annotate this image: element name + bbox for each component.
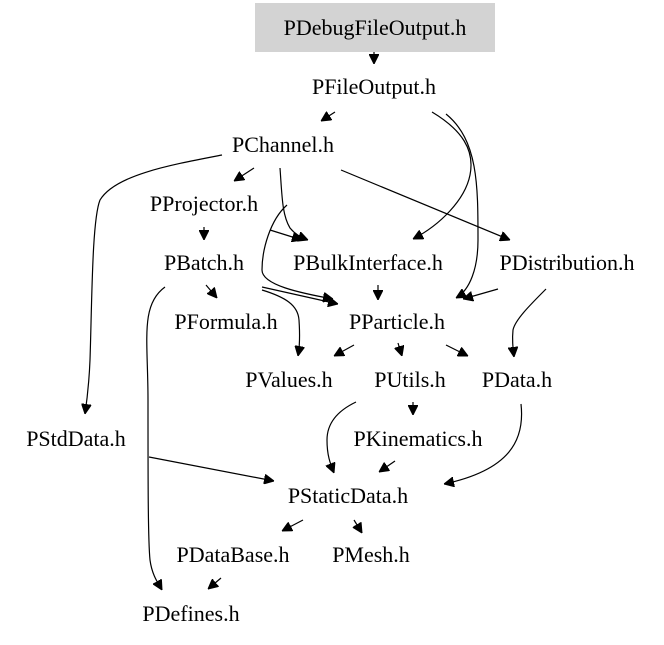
node-label: PKinematics.h <box>354 426 483 451</box>
edge-pdistribution-pparticle <box>463 288 499 299</box>
edge-pparticle-pvalues <box>334 344 355 356</box>
node-label: PBulkInterface.h <box>293 250 443 275</box>
node-pdefines[interactable]: PDefines.h <box>142 601 239 626</box>
node-label: PChannel.h <box>232 132 334 157</box>
node-label: PDebugFileOutput.h <box>284 15 467 40</box>
node-pbatch[interactable]: PBatch.h <box>164 250 244 275</box>
node-label: PFileOutput.h <box>312 74 436 99</box>
edge-pstddata-pstaticdata <box>148 456 274 481</box>
root-node-highlight <box>255 3 495 52</box>
edge-pchannel-pbulkinterface <box>279 167 308 240</box>
node-pvalues[interactable]: PValues.h <box>245 367 332 392</box>
node-pfileoutput[interactable]: PFileOutput.h <box>312 74 436 99</box>
edge-pbatch-pdefines <box>146 286 166 590</box>
edge-pchannel-pparticle <box>261 204 333 299</box>
node-label: PBatch.h <box>164 250 244 275</box>
node-pformula[interactable]: PFormula.h <box>174 309 277 334</box>
node-pparticle[interactable]: PParticle.h <box>349 309 445 334</box>
edge-pchannel-pstddata <box>85 154 223 414</box>
node-pdistribution[interactable]: PDistribution.h <box>499 250 634 275</box>
edge-pbatch-pformula <box>205 284 217 298</box>
edge-pprojector-pbulkinterface <box>269 229 302 240</box>
node-layer: PDebugFileOutput.h PFileOutput.h PChanne… <box>26 3 635 626</box>
node-pkinematics[interactable]: PKinematics.h <box>354 426 483 451</box>
node-putils[interactable]: PUtils.h <box>374 367 446 392</box>
node-pdata[interactable]: PData.h <box>482 367 552 392</box>
node-pstddata[interactable]: PStdData.h <box>26 426 126 451</box>
node-label: PParticle.h <box>349 309 445 334</box>
node-label: PStdData.h <box>26 426 126 451</box>
edge-pchannel-pdistribution <box>340 169 510 240</box>
node-label: PStaticData.h <box>288 483 408 508</box>
edge-pstaticdata-pdatabase <box>282 519 304 532</box>
edge-pfileoutput-pchannel <box>321 112 336 121</box>
node-label: PFormula.h <box>174 309 277 334</box>
node-pprojector[interactable]: PProjector.h <box>150 191 258 216</box>
edge-pchannel-pprojector <box>234 167 255 181</box>
node-label: PData.h <box>482 367 552 392</box>
edge-pstaticdata-pmesh <box>354 519 362 533</box>
node-pdebugfileoutput[interactable]: PDebugFileOutput.h <box>284 15 467 40</box>
node-label: PProjector.h <box>150 191 258 216</box>
node-label: PDistribution.h <box>499 250 634 275</box>
edge-pkinematics-pstaticdata <box>379 460 396 472</box>
edge-pbatch-pparticle <box>261 286 338 304</box>
node-label: PValues.h <box>245 367 332 392</box>
edge-layer <box>85 52 547 590</box>
node-label: PDataBase.h <box>176 542 289 567</box>
edge-putils-pstaticdata <box>327 401 357 473</box>
node-label: PDefines.h <box>142 601 239 626</box>
node-pdatabase[interactable]: PDataBase.h <box>176 542 289 567</box>
edge-pdatabase-pdefines <box>208 577 222 589</box>
node-label: PUtils.h <box>374 367 446 392</box>
edge-pparticle-pdata <box>445 344 468 357</box>
edge-pbatch-pvalues <box>261 289 300 356</box>
edge-pdata-pstaticdata <box>444 403 523 484</box>
edge-pdistribution-pdata <box>513 288 547 357</box>
edge-pparticle-putils <box>398 342 402 356</box>
node-pstaticdata[interactable]: PStaticData.h <box>288 483 408 508</box>
edge-pfileoutput-pbulkinterface <box>413 111 472 240</box>
node-pmesh[interactable]: PMesh.h <box>332 542 410 567</box>
node-label: PMesh.h <box>332 542 410 567</box>
node-pbulkinterface[interactable]: PBulkInterface.h <box>293 250 443 275</box>
edge-pfileoutput-pparticle <box>445 113 479 298</box>
node-pchannel[interactable]: PChannel.h <box>232 132 334 157</box>
